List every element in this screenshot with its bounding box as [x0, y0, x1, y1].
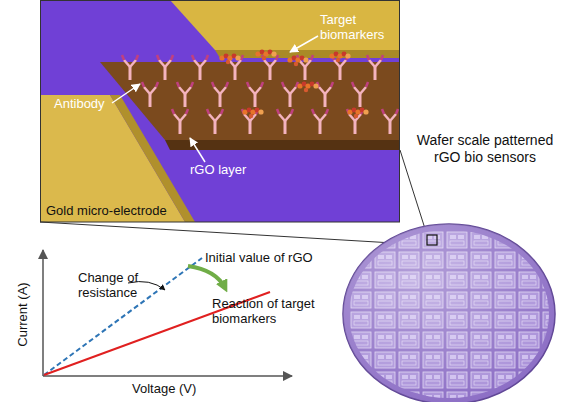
antibody-symbol: [282, 82, 298, 107]
antibody-symbol: [367, 55, 383, 80]
annotation: Change of resistance: [78, 270, 150, 300]
biomarker-symbol: [347, 108, 368, 119]
antibody-symbol: [212, 82, 228, 107]
axis-title: Current (A): [15, 275, 30, 355]
leader-line: [290, 36, 318, 52]
biomarker-symbol: [255, 50, 276, 61]
sensor-closeup: [40, 0, 400, 222]
shift-arrow: [188, 266, 225, 288]
initial-curve: [44, 258, 202, 375]
antibody-symbol: [317, 82, 333, 107]
x-axis: [43, 375, 292, 377]
wafer-disc: [343, 224, 555, 402]
leader-line: [112, 84, 140, 103]
zoom-line: [400, 150, 427, 235]
biomarker-symbol: [242, 108, 263, 119]
antibody-symbol: [247, 82, 263, 107]
antibody-symbol: [192, 55, 208, 80]
series-label: Initial value of rGO: [205, 250, 345, 265]
antibody-symbol: [172, 109, 188, 134]
near-electrode-side: [110, 95, 195, 222]
far-electrode: [170, 0, 400, 50]
biomarkers: [219, 50, 368, 119]
antibody-symbol: [277, 109, 293, 134]
antibody-symbol: [312, 109, 328, 134]
biomarker-symbol: [219, 54, 240, 65]
leader-line: [190, 138, 205, 162]
biomarker-symbol: [297, 82, 318, 93]
biomarker-symbol: [329, 52, 350, 63]
antibody-symbol: [142, 82, 158, 107]
chip-grid: [340, 224, 560, 402]
substrate: [40, 0, 400, 222]
inset-frame: [41, 1, 400, 223]
rgo-layer: [100, 62, 400, 140]
zoom-line: [40, 222, 427, 245]
antibodies: [122, 55, 398, 134]
rgo-layer-side: [165, 140, 400, 150]
part-label: Antibody: [54, 96, 124, 111]
figure-label: Wafer scale patterned rGO bio sensors: [410, 132, 560, 166]
wafer: [340, 224, 560, 402]
wafer-sheen: [343, 224, 555, 402]
part-label: rGO layer: [190, 162, 270, 177]
axis-title: Voltage (V): [132, 381, 222, 396]
part-label: Target biomarkers: [320, 12, 392, 42]
antibody-symbol: [157, 55, 173, 80]
series-label: Reaction of target biomarkers: [212, 296, 316, 326]
y-axis: [42, 250, 44, 376]
antibody-symbol: [122, 55, 138, 80]
biomarker-symbol: [287, 56, 308, 67]
antibody-symbol: [177, 82, 193, 107]
zoom-marker: [427, 235, 437, 245]
antibody-symbol: [332, 55, 348, 80]
antibody-symbol: [207, 109, 223, 134]
part-label: Gold micro-electrode: [46, 203, 196, 218]
antibody-symbol: [352, 82, 368, 107]
antibody-symbol: [382, 109, 398, 134]
near-electrode: [40, 95, 185, 222]
